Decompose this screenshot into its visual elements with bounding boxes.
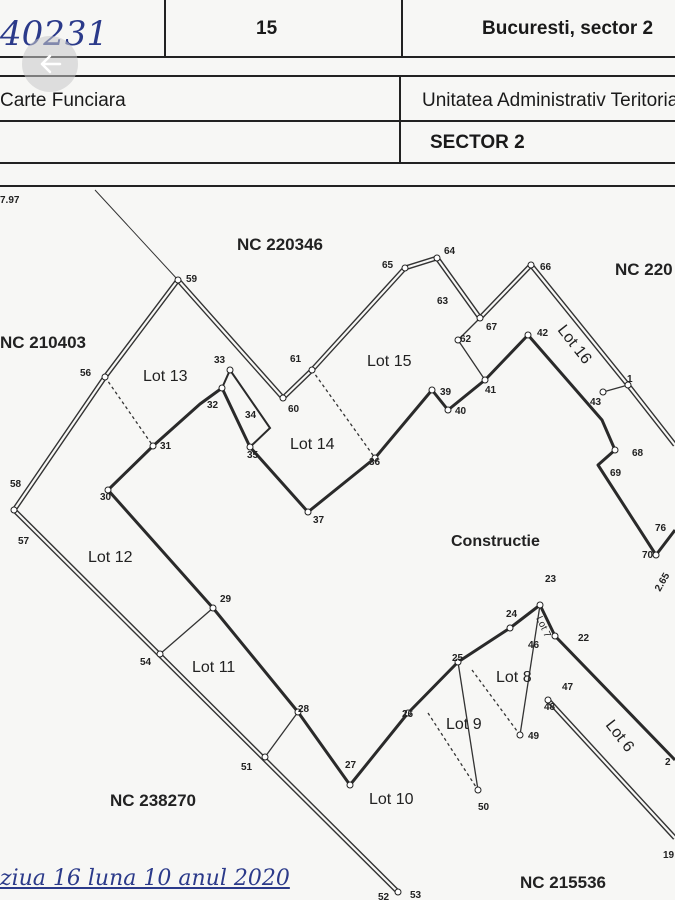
number-cell: 15 — [256, 18, 278, 39]
pt-label: 52 — [378, 892, 390, 900]
scale-left: 7.97 — [0, 195, 20, 206]
pt-label: 42 — [537, 328, 549, 339]
pt-label: 57 — [18, 536, 30, 547]
pt-label: 39 — [440, 387, 452, 398]
lot-14-label: Lot 14 — [290, 436, 335, 453]
lot-12-label: Lot 12 — [88, 549, 133, 566]
pt-label: 54 — [140, 657, 152, 668]
lot-8-label: Lot 8 — [496, 669, 532, 686]
pt-label: 31 — [160, 441, 172, 452]
pt-label: 36 — [369, 457, 381, 468]
scale-right: 2.65 — [653, 571, 672, 594]
nc-210403-label: NC 210403 — [0, 333, 86, 352]
pt-label: 62 — [460, 334, 472, 345]
lot-13-label: Lot 13 — [143, 368, 188, 385]
pt-label: 32 — [207, 400, 219, 411]
pt-label: 67 — [486, 322, 498, 333]
pt-label: 58 — [10, 479, 22, 490]
back-arrow-icon — [40, 54, 62, 74]
pt-label: 61 — [290, 354, 302, 365]
nc-220346-label: NC 220346 — [237, 235, 323, 254]
pt-label: 37 — [313, 515, 325, 526]
pt-label: 59 — [186, 274, 198, 285]
pt-label: 28 — [298, 704, 310, 715]
date-stamp: ziua 16 luna 10 anul 2020 — [0, 866, 290, 891]
pt-label: 70 — [642, 550, 654, 561]
pt-label: 66 — [540, 262, 552, 273]
pt-label: 35 — [247, 450, 259, 461]
pt-label: 50 — [478, 802, 490, 813]
pt-label: 76 — [655, 523, 667, 534]
pt-label: 30 — [100, 492, 112, 503]
pt-label: 49 — [528, 731, 540, 742]
lot-16-label: Lot 16 — [554, 322, 595, 368]
pt-label: 43 — [590, 397, 602, 408]
pt-label: 24 — [506, 609, 518, 620]
pt-label: 46 — [528, 640, 540, 651]
neighbor-parcel-labels: NC 220346 NC 220 NC 210403 NC 238270 NC … — [0, 235, 673, 892]
pt-label: 68 — [632, 448, 644, 459]
carte-funciara-label: Carte Funciara — [0, 90, 126, 111]
lot-labels: Lot 13 Lot 15 Lot 14 Lot 12 Lot 11 Lot 1… — [88, 322, 637, 808]
locality-cell: Bucuresti, sector 2 — [482, 18, 654, 39]
pt-label: 34 — [245, 410, 257, 421]
pt-label: 26 — [402, 709, 414, 720]
pt-label: 60 — [288, 404, 300, 415]
construction-label: Constructie — [451, 533, 540, 550]
pt-label: 51 — [241, 762, 253, 773]
lot-15-label: Lot 15 — [367, 353, 412, 370]
pt-label: 33 — [214, 355, 226, 366]
nc-220-label: NC 220 — [615, 260, 673, 279]
lot-10-label: Lot 10 — [369, 791, 414, 808]
pt-label: 40 — [455, 406, 467, 417]
pt-label: 27 — [345, 760, 357, 771]
boundary-vertices — [10, 254, 660, 896]
pt-label: 63 — [437, 296, 449, 307]
lot-6-label: Lot 6 — [602, 717, 637, 756]
pt-label: 53 — [410, 890, 422, 900]
construction-outline — [106, 386, 675, 787]
point-labels: 58 57 56 59 33 32 34 35 60 61 31 30 37 3… — [10, 246, 675, 900]
pt-label: 47 — [562, 682, 574, 693]
pt-label: 1 — [627, 374, 633, 385]
unitate-administrativa-label: Unitatea Administrativ Teritoriala — [422, 90, 675, 111]
pt-label: 25 — [452, 653, 464, 664]
sector-value: SECTOR 2 — [430, 132, 525, 153]
nc-215536-label: NC 215536 — [520, 873, 606, 892]
pt-label: 48 — [544, 702, 556, 713]
pt-label: 65 — [382, 260, 394, 271]
nc-238270-label: NC 238270 — [110, 791, 196, 810]
pt-label: 19 — [663, 850, 675, 861]
lot-9-label: Lot 9 — [446, 716, 482, 733]
pt-label: 41 — [485, 385, 497, 396]
pt-label: 23 — [545, 574, 557, 585]
pt-label: 2 — [665, 757, 671, 768]
pt-label: 22 — [578, 633, 590, 644]
pt-label: 69 — [610, 468, 622, 479]
pt-label: 64 — [444, 246, 456, 257]
pt-label: 56 — [80, 368, 92, 379]
back-button[interactable] — [22, 36, 78, 92]
pt-label: 29 — [220, 594, 232, 605]
lot-11-label: Lot 11 — [192, 659, 235, 676]
